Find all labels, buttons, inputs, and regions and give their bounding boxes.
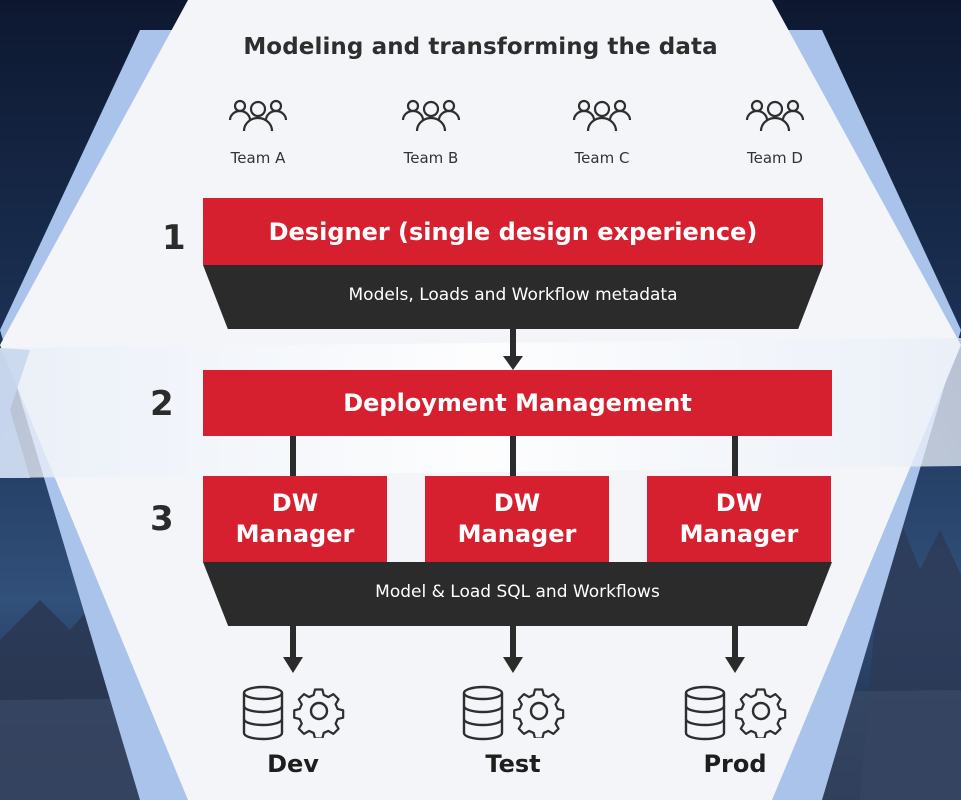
band-arrow-left: [0, 348, 30, 478]
people-icon: [228, 99, 288, 132]
database-icon: [242, 685, 284, 741]
metadata-band: Models, Loads and Workflow metadata: [203, 265, 823, 329]
deployment-management-bar: Deployment Management: [203, 370, 832, 436]
dw-manager-test: DW Manager: [425, 476, 609, 562]
diagram-title: Modeling and transforming the data: [243, 34, 718, 60]
designer-bar: Designer (single design experience): [203, 198, 823, 265]
environment-dev: Dev: [218, 684, 368, 778]
environment-label: Test: [485, 750, 541, 778]
arrow-head: [503, 356, 523, 370]
people-icon: [572, 99, 632, 132]
sql-workflows-band: Model & Load SQL and Workflows: [203, 562, 832, 626]
dw-manager-line1: DW: [271, 489, 319, 517]
dw-manager-line2: Manager: [457, 520, 577, 548]
dw-manager-line2: Manager: [235, 520, 355, 548]
environment-label: Dev: [267, 750, 319, 778]
gear-icon: [293, 688, 345, 738]
step-number-3: 3: [150, 499, 174, 539]
dw-manager-line2: Manager: [679, 520, 799, 548]
team-label: Team C: [574, 149, 630, 167]
people-icon: [745, 99, 805, 132]
arrow-head: [503, 657, 523, 673]
dw-manager-line1: DW: [715, 489, 763, 517]
environment-label: Prod: [703, 750, 767, 778]
dw-manager-dev: DW Manager: [203, 476, 387, 562]
environment-prod: Prod: [660, 684, 810, 778]
gear-icon: [735, 688, 787, 738]
team-c: Team C: [547, 98, 657, 168]
team-a: Team A: [203, 98, 313, 168]
team-b: Team B: [376, 98, 486, 168]
arrow-head: [283, 657, 303, 673]
people-icon: [401, 99, 461, 132]
step-number-1: 1: [162, 218, 186, 258]
arrow-head: [725, 657, 745, 673]
environment-test: Test: [438, 684, 588, 778]
dw-manager-prod: DW Manager: [647, 476, 831, 562]
gear-icon: [513, 688, 565, 738]
team-d: Team D: [720, 98, 830, 168]
database-icon: [462, 685, 504, 741]
team-label: Team D: [747, 149, 803, 167]
dw-manager-line1: DW: [493, 489, 541, 517]
step-number-2: 2: [150, 384, 174, 424]
team-label: Team B: [403, 149, 459, 167]
team-label: Team A: [230, 149, 286, 167]
database-icon: [684, 685, 726, 741]
